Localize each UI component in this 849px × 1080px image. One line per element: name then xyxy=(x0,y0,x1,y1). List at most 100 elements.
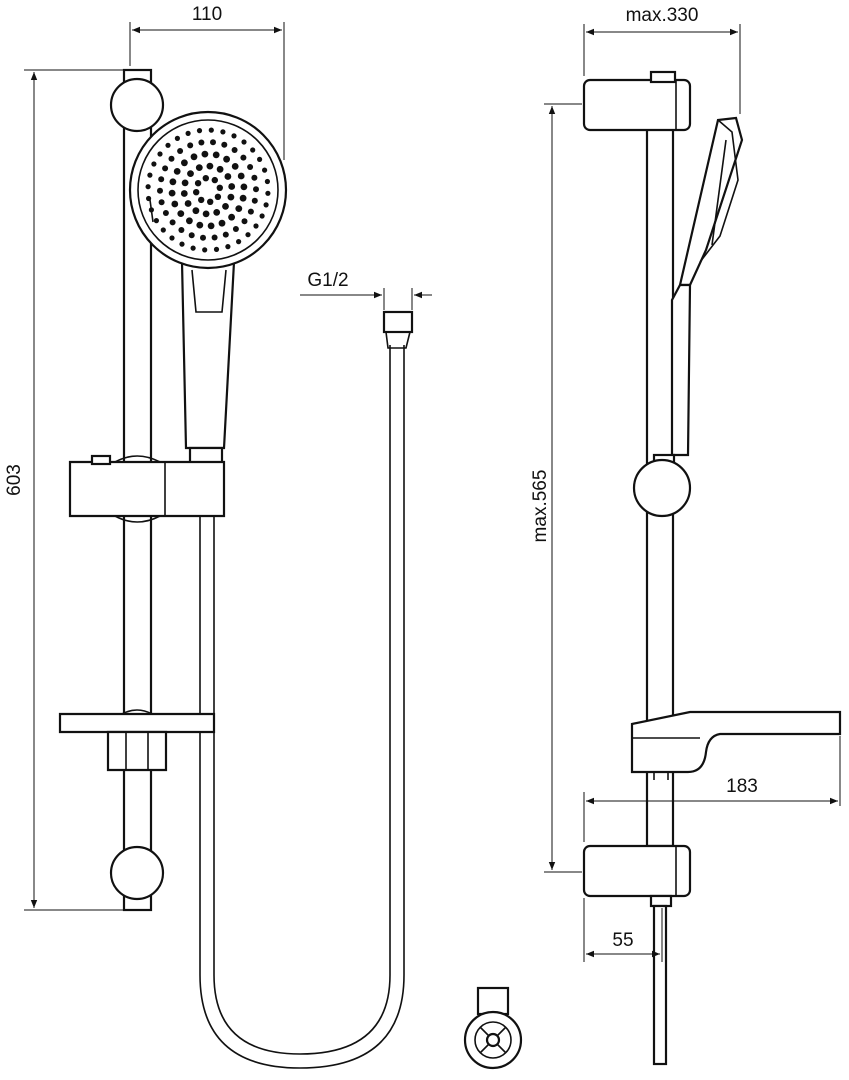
dimension-width: 110 xyxy=(129,4,285,160)
dimension-label-height: 603 xyxy=(4,464,25,496)
nozzle-dot xyxy=(202,175,209,182)
nozzle-dot xyxy=(193,189,200,196)
nozzle-dot xyxy=(211,176,218,184)
side-top-bracket xyxy=(582,70,692,132)
nozzle-dot xyxy=(231,147,238,153)
nozzle-dot xyxy=(231,163,239,170)
side-hose xyxy=(652,904,668,1066)
dimension-height: 603 xyxy=(4,69,124,911)
shower-nozzles xyxy=(145,127,271,253)
nozzle-dot xyxy=(200,234,206,241)
nozzle-dot xyxy=(169,219,176,226)
nozzle-dot xyxy=(181,159,188,167)
nozzle-dot xyxy=(225,244,231,250)
nozzle-dot xyxy=(239,194,247,202)
dimension-projection: max.330 xyxy=(583,5,741,114)
top-wall-bracket xyxy=(109,77,165,133)
nozzle-dot xyxy=(206,162,214,170)
nozzle-dot xyxy=(147,172,153,178)
nozzle-dot xyxy=(196,221,204,229)
nozzle-dot xyxy=(257,156,263,162)
nozzle-dot xyxy=(151,161,157,167)
nozzle-dot xyxy=(179,241,185,247)
nozzle-dot xyxy=(240,154,247,161)
nozzle-dot xyxy=(247,208,254,215)
nozzle-dot xyxy=(198,196,205,204)
nozzle-dot xyxy=(265,190,271,196)
nozzle-dot xyxy=(220,129,226,135)
nozzle-dot xyxy=(190,245,196,251)
nozzle-dot xyxy=(263,202,269,208)
dimension-label-shelf-depth: 183 xyxy=(726,776,758,797)
nozzle-dot xyxy=(184,200,192,207)
nozzle-dot xyxy=(224,173,232,180)
side-hand-shower xyxy=(670,116,744,457)
hand-shower xyxy=(128,110,288,466)
nozzle-dot xyxy=(231,133,237,139)
nozzle-dot xyxy=(187,142,194,149)
nozzle-dot xyxy=(201,150,209,158)
nozzle-dot xyxy=(171,200,179,208)
nozzle-dot xyxy=(168,189,176,197)
nozzle-dot xyxy=(223,155,231,163)
nozzle-dot xyxy=(173,168,181,175)
nozzle-dot xyxy=(228,213,236,221)
nozzle-dot xyxy=(235,205,243,213)
nozzle-dot xyxy=(178,227,185,233)
dimension-label-width: 110 xyxy=(192,4,222,25)
dimension-label-max-height: max.565 xyxy=(530,470,551,543)
side-slider-knob xyxy=(632,453,692,518)
nozzle-dot xyxy=(228,183,236,190)
nozzle-dot xyxy=(157,187,163,194)
nozzle-dot xyxy=(214,193,222,200)
dimension-label-rail-offset: 55 xyxy=(612,930,633,951)
nozzle-dot xyxy=(177,210,185,218)
nozzle-dot xyxy=(264,178,270,185)
nozzle-dot xyxy=(202,210,210,218)
nozzle-dot xyxy=(241,139,247,145)
nozzle-dot xyxy=(187,170,194,178)
nozzle-dot xyxy=(251,197,258,204)
nozzle-dot xyxy=(160,227,166,233)
dimension-thread: G1/2 xyxy=(300,270,432,310)
nozzle-dot xyxy=(211,234,218,241)
nozzle-dot xyxy=(196,128,203,134)
soap-dish xyxy=(58,709,216,772)
nozzle-dot xyxy=(198,139,205,146)
nozzle-dot xyxy=(158,199,165,206)
nozzle-dot xyxy=(216,165,224,173)
nozzle-dot xyxy=(227,193,235,201)
nozzle-dot xyxy=(145,184,151,190)
nozzle-dot xyxy=(169,235,175,241)
nozzle-dot xyxy=(168,155,175,162)
nozzle-dot xyxy=(180,190,188,197)
nozzle-dot xyxy=(213,209,221,216)
nozzle-dot xyxy=(202,247,208,253)
nozzle-dot xyxy=(208,127,214,133)
nozzle-dot xyxy=(181,179,189,187)
nozzle-dot xyxy=(165,142,171,148)
nozzle-dot xyxy=(207,222,215,230)
nozzle-dot xyxy=(247,164,254,170)
nozzle-dot xyxy=(174,135,180,141)
nozzle-dot xyxy=(245,232,251,238)
nozzle-dot xyxy=(188,232,195,239)
nozzle-dot xyxy=(162,165,169,172)
nozzle-dot xyxy=(186,217,193,225)
nozzle-dot xyxy=(162,210,169,216)
nozzle-dot xyxy=(221,141,228,148)
side-soap-dish xyxy=(630,710,842,780)
nozzle-dot xyxy=(250,147,256,153)
nozzle-dot xyxy=(153,218,159,224)
nozzle-dot xyxy=(185,130,191,136)
front-view: 110 603 G1/2 xyxy=(4,4,523,1070)
dimension-shelf-depth: 183 xyxy=(583,736,841,842)
nozzle-dot xyxy=(253,186,259,193)
dimension-rail-offset: 55 xyxy=(583,898,663,962)
nozzle-dot xyxy=(222,231,229,238)
dimension-label-projection: max.330 xyxy=(626,5,699,26)
nozzle-dot xyxy=(177,148,184,154)
nozzle-dot xyxy=(251,174,258,181)
nozzle-dot xyxy=(216,184,223,191)
